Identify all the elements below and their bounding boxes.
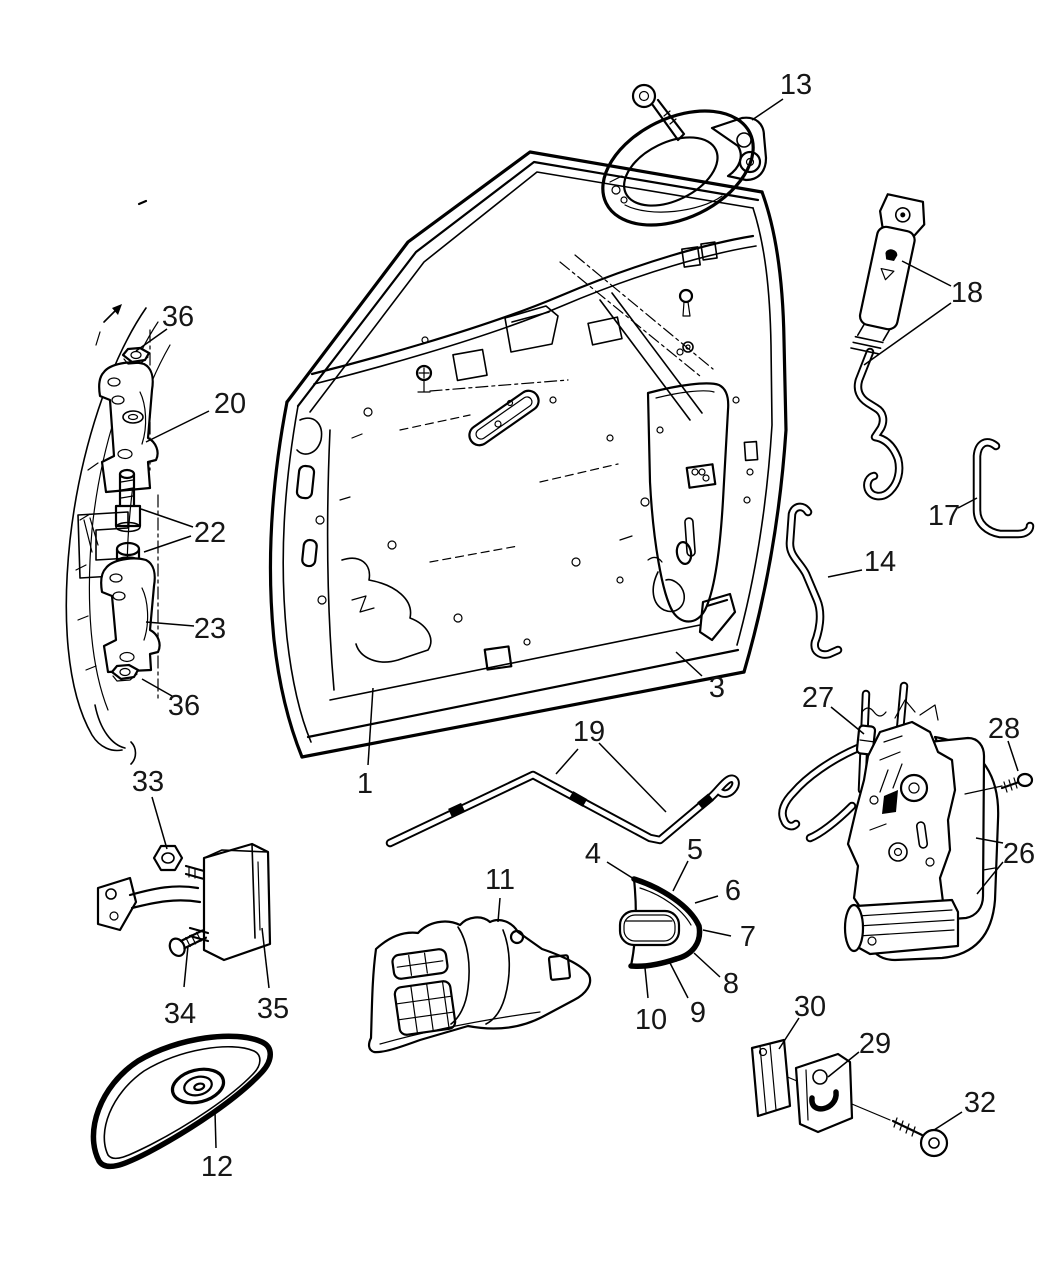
door-lock-knob [850,193,926,501]
door-check-assembly [96,842,272,962]
callout-labels: 1 3 4 5 6 7 8 9 10 11 12 13 14 17 18 19 … [132,69,1035,1183]
leader [976,861,1004,895]
leader [145,410,210,443]
callout-32: 32 [964,1087,996,1119]
leader [672,860,689,892]
callout-12: 12 [201,1151,233,1183]
callout-1: 1 [357,768,373,800]
callout-7: 7 [740,921,756,953]
handle-gasket [90,1033,273,1170]
leader [145,621,195,627]
hinge-pin-upper [114,468,142,533]
callout-34: 34 [164,998,196,1030]
leader [214,1111,217,1149]
callout-13: 13 [780,69,812,101]
leader [1007,740,1019,772]
leader [901,260,952,287]
hinge-nut-upper [121,346,151,365]
leader [827,569,863,578]
leader [183,945,189,988]
leader [702,929,732,937]
callout-3: 3 [709,672,725,704]
leader [957,497,978,509]
callout-4: 4 [585,838,601,870]
callout-6: 6 [725,875,741,907]
leader [367,687,374,766]
callout-17: 17 [928,500,960,532]
leader [606,861,635,880]
lock-rod-17 [972,438,1035,539]
striker-assembly [750,1038,949,1158]
leader [598,742,667,813]
leader [933,1111,963,1131]
exterior-door-handle [601,83,768,227]
leader [778,1017,800,1050]
leader [863,302,952,366]
leader [140,508,194,528]
callout-18: 18 [951,277,983,309]
callout-30: 30 [794,991,826,1023]
interior-handle-bezel [618,876,703,969]
callout-36-lower: 36 [168,690,200,722]
callout-10: 10 [635,1004,667,1036]
callout-9: 9 [690,997,706,1029]
leader [555,748,579,775]
leader [141,678,173,697]
leader-lines [135,98,1019,1149]
hinge-nut-lower [110,663,140,682]
leader [975,837,1004,844]
callout-29: 29 [859,1028,891,1060]
leader [694,895,719,904]
leader [143,535,192,553]
callout-20: 20 [214,388,246,420]
callout-14: 14 [864,546,896,578]
leader [261,927,270,989]
callout-19: 19 [573,716,605,748]
door-inner-structure [295,241,759,701]
leader [135,328,168,352]
callout-22: 22 [194,517,226,549]
leader [751,98,784,121]
leader [668,960,689,999]
callout-8: 8 [723,968,739,1000]
callout-26: 26 [1003,838,1035,870]
handle-rod-19 [385,770,740,848]
leader [827,1051,860,1078]
latch-rod-14 [785,502,843,659]
leader [693,952,721,978]
trim-panel-insert [367,916,592,1054]
callout-35: 35 [257,993,289,1025]
hinge-lower [100,557,161,674]
callout-5: 5 [687,834,703,866]
leader [675,651,703,677]
hinge-upper [98,361,159,494]
callout-33: 33 [132,766,164,798]
callout-36-upper: 36 [162,301,194,333]
callout-28: 28 [988,713,1020,745]
callout-11: 11 [485,864,515,896]
leader [497,897,501,923]
leader [644,967,649,999]
leader [151,796,168,850]
registration-mark [137,199,148,206]
callout-27: 27 [802,682,834,714]
callout-23: 23 [194,613,226,645]
door-latch-assembly [778,681,1034,962]
leader [830,706,865,735]
